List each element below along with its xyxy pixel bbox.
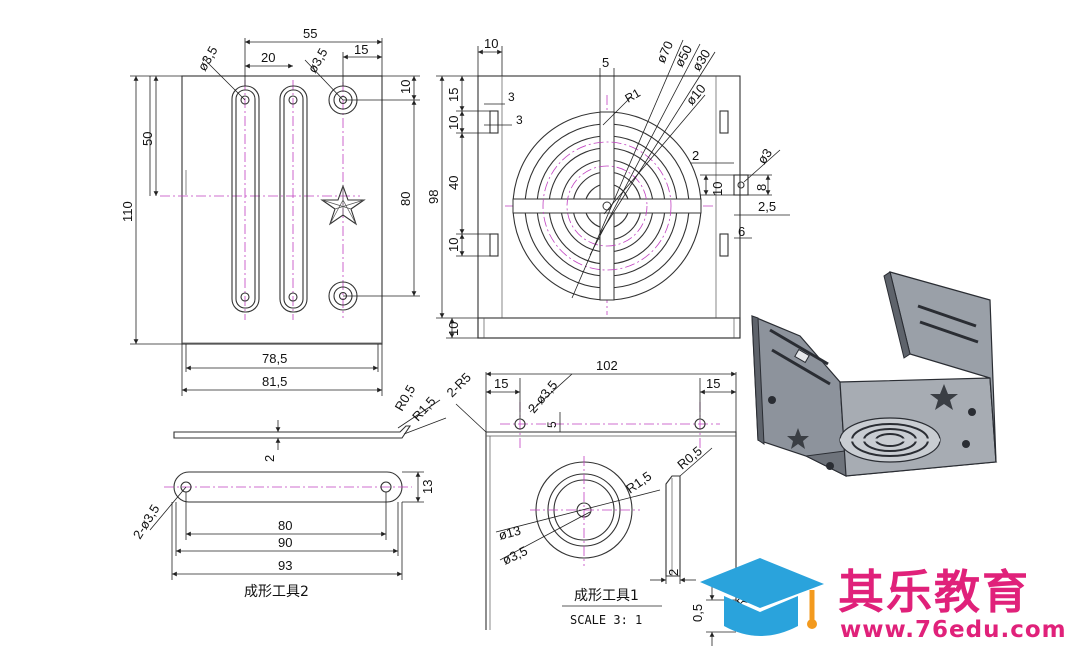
- left-view: 55 20 15 ø3,5 ø3,5 10 80 110 50 78,5 81,: [120, 26, 420, 396]
- brand-name: 其乐教育: [838, 565, 1030, 619]
- dim-3a: 3: [508, 90, 515, 104]
- dim-110: 110: [120, 201, 135, 222]
- dim-81-5: 81,5: [262, 374, 287, 389]
- dim-5: 5: [602, 55, 609, 70]
- dim-15a: 15: [494, 376, 508, 391]
- dim-15b: 15: [706, 376, 720, 391]
- dim-2-5: 2,5: [758, 199, 776, 214]
- dim-90: 90: [278, 535, 292, 550]
- dim-10: 10: [398, 80, 413, 94]
- forming-tool-2: R0,5 R1,5 2 2-ø3,5 13 80 90 93 成形工具2: [130, 382, 447, 600]
- forming-tool-1: 15 15 102 2-R5 2-ø3,5 5 ø13 ø3,5 R1,5 R0…: [444, 358, 757, 646]
- brand-url[interactable]: www.76edu.com: [840, 617, 1067, 643]
- dim-5-tool: 5: [545, 421, 559, 428]
- dim-8: 8: [754, 184, 769, 191]
- dim-78-5: 78,5: [262, 351, 287, 366]
- dim-r1: R1: [623, 86, 644, 106]
- dim-phi35-a: ø3,5: [195, 43, 221, 73]
- dim-phi13: ø13: [497, 523, 523, 543]
- dim-50: 50: [140, 132, 155, 146]
- dim-r15: R1,5: [409, 394, 439, 424]
- dim-80b: 80: [278, 518, 292, 533]
- dim-3b: 3: [516, 113, 523, 127]
- dim-15: 15: [354, 42, 368, 57]
- dim-10a: 10: [446, 116, 461, 130]
- dim-10b: 10: [446, 238, 461, 252]
- dim-55: 55: [303, 26, 317, 41]
- dim-80: 80: [398, 192, 413, 206]
- tool2-caption: 成形工具2: [244, 584, 309, 600]
- dim-10d: 10: [710, 182, 725, 196]
- dim-13: 13: [420, 480, 435, 494]
- dim-phi3: ø3: [754, 146, 775, 167]
- tool1-scale: SCALE 3: 1: [570, 613, 642, 627]
- dim-w10: 10: [484, 36, 498, 51]
- front-view: 5 R1 ø70 ø50 ø30 ø10 10 98 15 10 40 10 1…: [426, 36, 790, 339]
- dim-t05: 0,5: [690, 604, 705, 622]
- dim-r15-1: R1,5: [623, 468, 654, 496]
- dim-98: 98: [426, 190, 441, 204]
- dim-w2-tool: 2: [666, 569, 681, 576]
- dim-15v: 15: [446, 88, 461, 102]
- dim-holes: 2-ø3,5: [130, 502, 163, 542]
- dim-phi35-b: ø3,5: [305, 45, 331, 75]
- dim-93: 93: [278, 558, 292, 573]
- dim-holes-1: 2-ø3,5: [525, 378, 561, 416]
- dim-10c: 10: [446, 322, 461, 336]
- dim-20: 20: [261, 50, 275, 65]
- dim-2: 2: [692, 148, 699, 163]
- tool1-caption: 成形工具1: [574, 588, 639, 604]
- isometric-view: [751, 271, 998, 478]
- dim-40: 40: [446, 176, 461, 190]
- dim-phi10: ø10: [683, 81, 709, 108]
- dim-102: 102: [596, 358, 618, 373]
- dim-6: 6: [738, 224, 745, 239]
- dim-r5: 2-R5: [444, 370, 475, 401]
- dim-t2: 2: [262, 455, 277, 462]
- graduation-cap-icon: [700, 558, 824, 636]
